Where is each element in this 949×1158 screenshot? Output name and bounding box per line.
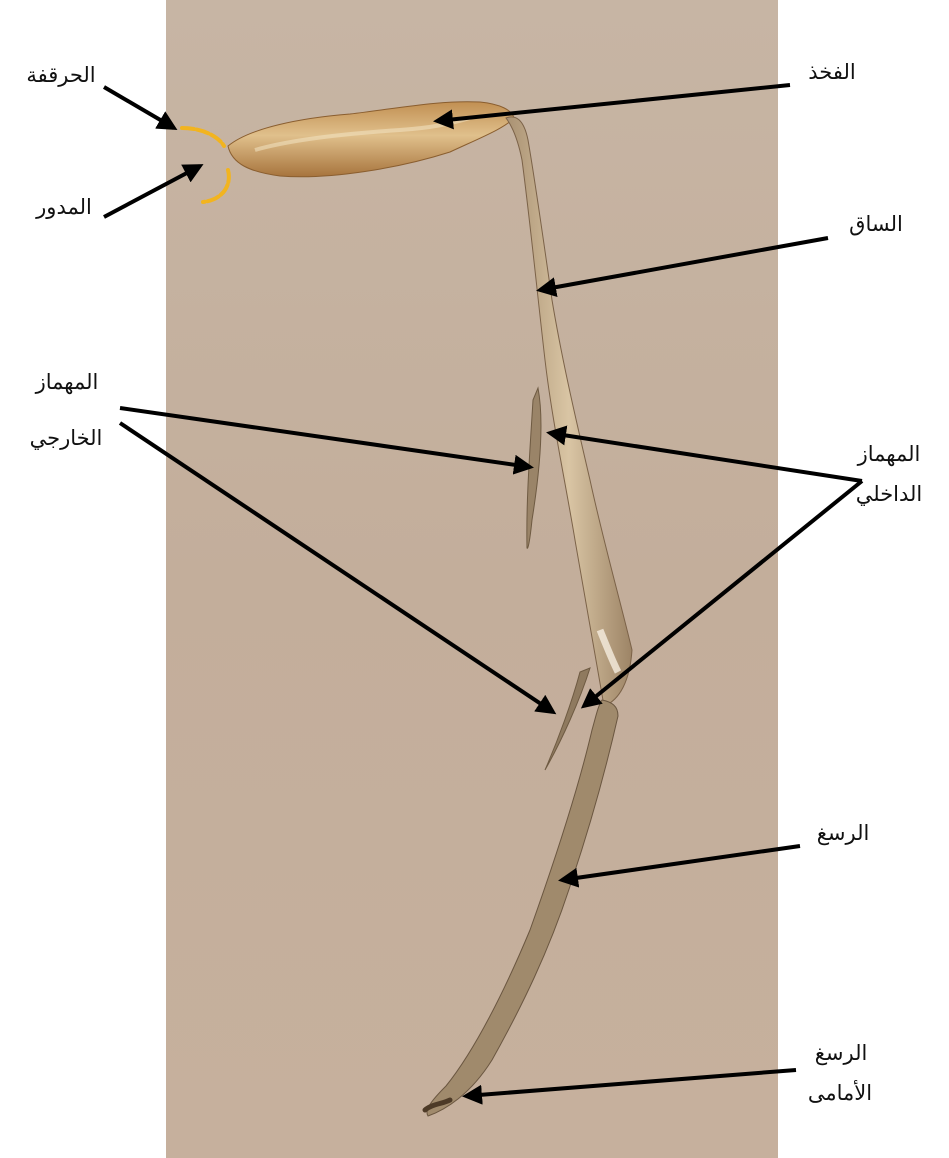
arrow-tarsus <box>562 846 800 880</box>
arrow-inner-spur-2 <box>584 481 862 706</box>
label-outer-spur-line1: المهماز <box>12 365 122 399</box>
label-fore-tarsus-line2: الأمامى <box>790 1076 890 1110</box>
label-tarsus: الرسغ <box>798 816 888 850</box>
label-outer-spur-line2: الخارجي <box>6 421 126 455</box>
arrow-tibia <box>540 238 828 290</box>
arrow-femur <box>437 85 790 121</box>
label-femur: الفخذ <box>792 55 872 89</box>
label-inner-spur-line2: الداخلي <box>832 477 946 511</box>
arrow-coxa <box>104 87 174 128</box>
arrow-trochanter <box>104 166 200 217</box>
label-tibia: الساق <box>836 207 916 241</box>
label-fore-tarsus-line1: الرسغ <box>796 1036 886 1070</box>
label-inner-spur-line1: المهماز <box>834 437 944 471</box>
arrow-inner-spur-1 <box>550 433 862 481</box>
arrow-fore-tarsus <box>466 1070 796 1096</box>
label-coxa: الحرقفة <box>6 58 116 92</box>
arrow-outer-spur-1 <box>120 408 530 467</box>
arrow-outer-spur-2 <box>120 423 553 712</box>
label-trochanter: المدور <box>14 190 114 224</box>
